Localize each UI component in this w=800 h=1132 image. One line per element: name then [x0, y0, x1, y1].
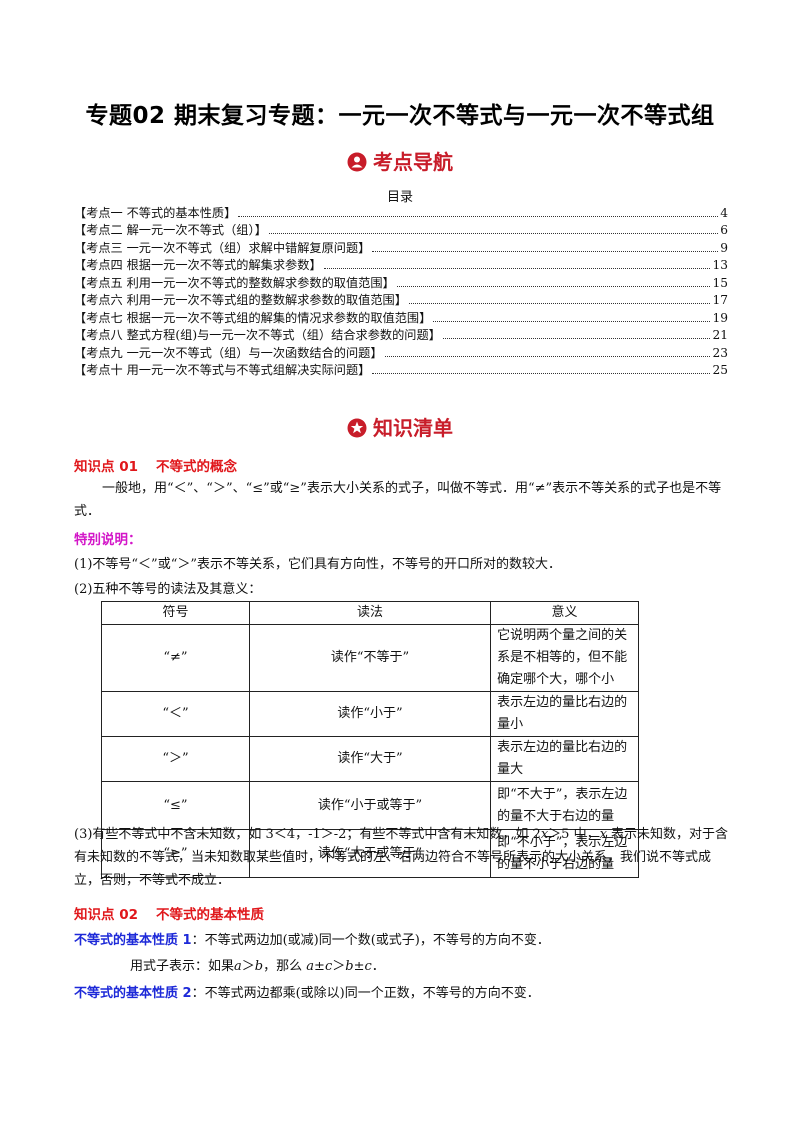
property-line: 不等式的基本性质 2：不等式两边都乘(或除以)同一个正数，不等号的方向不变． — [74, 986, 540, 1001]
toc-item[interactable]: 【考点九 一元一次不等式（组）与一次函数结合的问题】23 — [74, 345, 728, 360]
toc-item[interactable]: 【考点四 根据一元一次不等式的解集求参数】13 — [74, 258, 728, 272]
toc-item[interactable]: 【考点八 整式方程(组)与一元一次不等式（组）结合求参数的问题】21 — [74, 328, 728, 342]
table-row: “≤” 读作“小于或等于” 即“不大于”，表示左边的量不大于右边的量 — [101, 781, 639, 830]
toc-item[interactable]: 【考点六 利用一元一次不等式组的整数解求参数的取值范围】17 — [74, 293, 728, 307]
special-note-label: 特别说明： — [74, 532, 142, 548]
property-formula: 用式子表示：如果a＞b，那么 a±c＞b±c． — [130, 959, 385, 974]
note-line: (2)五种不等号的读法及其意义： — [74, 582, 262, 597]
table-row: “≠” 读作“不等于” 它说明两个量之间的关系是不相等的，但不能确定哪个大，哪个… — [101, 624, 639, 692]
toc-item[interactable]: 【考点三 一元一次不等式（组）求解中错解复原问题】9 — [74, 240, 728, 255]
note-paragraph: (3)有些不等式中不含未知数，如 3＜4，-1＞-2；有些不等式中含有未知数，如… — [74, 827, 729, 888]
note-line: (1)不等号“＜”或“＞”表示不等关系，它们具有方向性，不等号的开口所对的数较大… — [74, 557, 561, 572]
document-title: 专题02 期末复习专题：一元一次不等式与一元一次不等式组 — [85, 103, 715, 129]
section-title: 知识清单 — [373, 416, 453, 440]
table-row: “≥” 读作“大于或等于” 即“不小于”，表示左边的量不小于右边的量 — [101, 829, 639, 878]
toc-item[interactable]: 【考点七 根据一元一次不等式组的解集的情况求参数的取值范围】19 — [74, 310, 728, 325]
table-header-row: 符号 读法 意义 — [101, 601, 639, 625]
table-of-contents: 【考点一 不等式的基本性质】4 【考点二 解一元一次不等式（组）】6 【考点三 … — [74, 204, 728, 379]
toc-item[interactable]: 【考点五 利用一元一次不等式的整数解求参数的取值范围】15 — [74, 275, 728, 290]
table-row: “＜” 读作“小于” 表示左边的量比右边的量小 — [101, 691, 639, 737]
toc-item[interactable]: 【考点二 解一元一次不等式（组）】6 — [74, 223, 728, 237]
symbol-table: 符号 读法 意义 “≠” 读作“不等于” 它说明两个量之间的关系是不相等的，但不… — [101, 601, 639, 878]
toc-heading: 目录 — [386, 190, 413, 205]
definition-paragraph: 一般地，用“＜”、“＞”、“≤”或“≥”表示大小关系的式子，叫做不等式．用“≠”… — [74, 481, 722, 519]
section-heading-knowledge: 知识清单 — [0, 412, 800, 443]
property-line: 不等式的基本性质 1：不等式两边加(或减)同一个数(或式子)，不等号的方向不变． — [74, 933, 550, 948]
toc-item[interactable]: 【考点一 不等式的基本性质】4 — [74, 205, 728, 220]
star-circle-icon — [347, 418, 367, 443]
toc-item[interactable]: 【考点十 用一元一次不等式与不等式组解决实际问题】25 — [74, 363, 728, 377]
section-heading-navigation: 考点导航 — [0, 146, 800, 177]
person-circle-icon — [347, 152, 367, 177]
table-row: “＞” 读作“大于” 表示左边的量比右边的量大 — [101, 736, 639, 782]
section-title: 考点导航 — [373, 150, 453, 174]
